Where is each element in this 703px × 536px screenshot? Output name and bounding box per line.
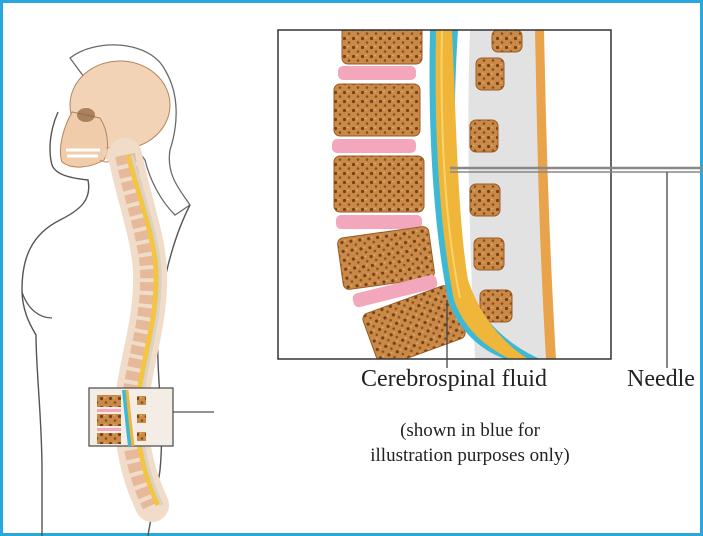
spine-cross-section-inset (278, 22, 611, 368)
note-line-1: (shown in blue for (320, 418, 620, 443)
needle-label: Needle (627, 366, 695, 393)
csf-label: Cerebrospinal fluid (361, 366, 547, 393)
note-line-2: illustration purposes only) (320, 443, 620, 468)
spine-illustration (125, 155, 162, 505)
illustration-note: (shown in blue for illustration purposes… (320, 418, 620, 468)
